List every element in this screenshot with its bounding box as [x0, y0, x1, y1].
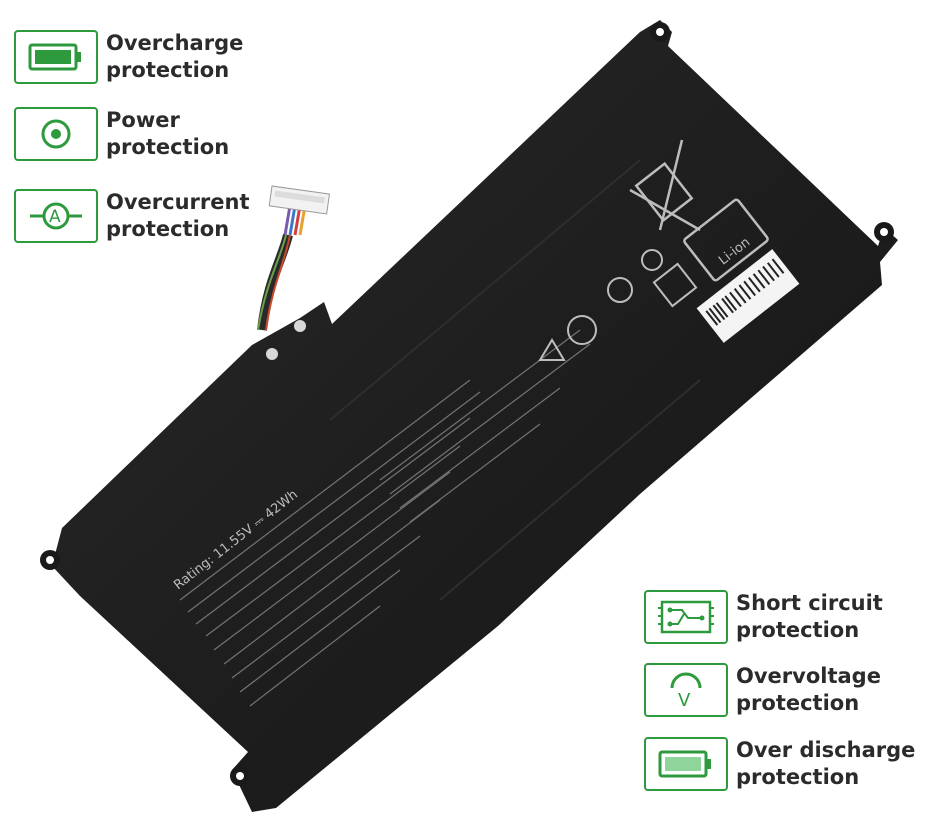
overcharge-icon-box [14, 30, 98, 84]
over-discharge-label: Over discharge protection [736, 737, 915, 791]
overvoltage-line1: Overvoltage [736, 664, 881, 688]
overcharge-line1: Overcharge [106, 31, 244, 55]
voltmeter-icon: V [670, 672, 702, 710]
battery-full-icon [28, 43, 81, 71]
weee-bin-icon [629, 139, 701, 232]
battery-low-icon [658, 750, 711, 778]
power-icon-box [14, 107, 98, 161]
short-circuit-line2: protection [736, 618, 860, 642]
power-line2: protection [106, 135, 230, 159]
overvoltage-icon-box: V [644, 663, 728, 717]
overcurrent-line2: protection [106, 217, 230, 241]
feature-overcharge: Overcharge protection [14, 30, 243, 84]
short-circuit-line1: Short circuit [736, 591, 883, 615]
power-line1: Power [106, 108, 180, 132]
overcurrent-icon-box: A [14, 189, 98, 243]
over-discharge-line1: Over discharge [736, 738, 916, 762]
battery-body [52, 20, 898, 812]
svg-text:V: V [678, 690, 691, 710]
label-fine-print [179, 329, 591, 707]
overcharge-line2: protection [106, 58, 230, 82]
certification-marks [538, 249, 698, 361]
feature-overvoltage: V Overvoltage protection [644, 663, 881, 717]
overvoltage-line2: protection [736, 691, 860, 715]
panel-seams [329, 159, 701, 601]
battery-connector [268, 185, 331, 215]
short-circuit-label: Short circuit protection [736, 590, 883, 644]
ammeter-icon: A [30, 202, 82, 230]
feature-over-discharge: Over discharge protection [644, 737, 915, 791]
barcode-sticker [696, 249, 800, 343]
svg-text:A: A [49, 207, 61, 227]
power-target-icon [41, 119, 71, 149]
mounting-tabs [40, 22, 894, 786]
feature-power: Power protection [14, 107, 229, 161]
feature-short-circuit: Short circuit protection [644, 590, 883, 644]
power-label: Power protection [106, 107, 229, 161]
overcharge-label: Overcharge protection [106, 30, 243, 84]
overvoltage-label: Overvoltage protection [736, 663, 881, 717]
feature-overcurrent: A Overcurrent protection [14, 189, 249, 243]
overcurrent-line1: Overcurrent [106, 190, 250, 214]
short-circuit-icon-box [644, 590, 728, 644]
over-discharge-line2: protection [736, 765, 860, 789]
over-discharge-icon-box [644, 737, 728, 791]
polarity-marks [266, 320, 306, 360]
overcurrent-label: Overcurrent protection [106, 189, 249, 243]
circuit-board-icon [658, 600, 714, 634]
battery-cable [257, 199, 308, 331]
